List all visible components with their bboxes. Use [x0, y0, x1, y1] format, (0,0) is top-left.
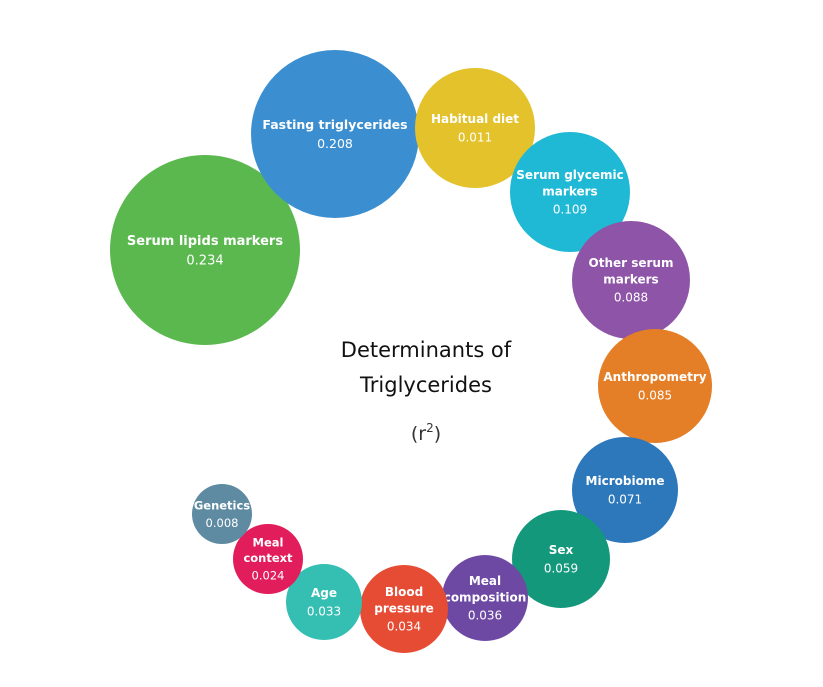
bubbles-group: Serum lipids markers 0.234 Fasting triglyc…: [110, 50, 712, 653]
bubble-circle: [286, 564, 362, 640]
bubble-label: context: [243, 551, 293, 565]
bubble: Microbiome 0.071: [572, 437, 678, 543]
bubble: Other serum markers 0.088: [572, 221, 690, 339]
bubble-circle: [598, 329, 712, 443]
bubble-circle: [512, 510, 610, 608]
bubble-value: 0.011: [458, 130, 492, 144]
center-title-group: Determinants of Triglycerides (r2): [341, 338, 512, 445]
bubble: Blood pressure 0.034: [360, 565, 448, 653]
bubble-circle: [251, 50, 419, 218]
bubble: Habitual diet 0.011: [415, 68, 535, 188]
bubble-label: Habitual diet: [431, 112, 519, 126]
bubble-label: Anthropometry: [603, 370, 706, 384]
unit-superscript: 2: [426, 421, 434, 435]
bubble-value: 0.036: [468, 609, 502, 623]
bubble-circle: [233, 524, 303, 594]
bubble-value: 0.085: [638, 388, 672, 402]
bubble: Fasting triglycerides 0.208: [251, 50, 419, 218]
bubble-circle: [360, 565, 448, 653]
bubble-label: composition: [444, 590, 527, 604]
bubble-circle: [572, 437, 678, 543]
bubble: Genetics 0.008: [192, 484, 252, 544]
bubble-value: 0.088: [614, 291, 648, 305]
bubble: Sex 0.059: [512, 510, 610, 608]
bubble-circle: [110, 155, 300, 345]
bubble-circle: [510, 132, 630, 252]
bubble-value: 0.024: [252, 569, 285, 583]
bubble-circle: [192, 484, 252, 544]
bubble: Serum lipids markers 0.234: [110, 155, 300, 345]
bubble-label: Meal: [253, 536, 284, 550]
bubble-value: 0.071: [608, 492, 642, 506]
bubble-label: Other serum: [589, 256, 674, 270]
bubble-circle: [572, 221, 690, 339]
unit-close: ): [434, 423, 441, 445]
bubble-circle: [442, 555, 528, 641]
bubble-value: 0.034: [387, 620, 421, 634]
bubble-value: 0.208: [317, 136, 353, 151]
bubble-label: Fasting triglycerides: [262, 117, 407, 132]
bubble-value: 0.033: [307, 604, 341, 618]
bubble-value: 0.059: [544, 561, 578, 575]
bubble-label: pressure: [374, 601, 434, 615]
chart-title-line-1: Determinants of: [341, 338, 512, 362]
bubble-label: Meal: [469, 574, 501, 588]
bubble-value: 0.109: [553, 203, 587, 217]
bubble-value: 0.008: [206, 516, 239, 530]
bubble-label: Blood: [385, 585, 423, 599]
bubble-label: Genetics: [194, 498, 250, 512]
bubble: Meal composition 0.036: [442, 555, 528, 641]
chart-unit-label: (r2): [411, 421, 441, 445]
bubble: Age 0.033: [286, 564, 362, 640]
bubble-circle: [415, 68, 535, 188]
bubble-label: Microbiome: [586, 474, 665, 488]
unit-open: (r: [411, 423, 426, 445]
bubble-label: Serum glycemic: [516, 168, 623, 182]
bubble-label: markers: [542, 184, 597, 198]
bubble: Serum glycemic markers 0.109: [510, 132, 630, 252]
bubble-label: Age: [311, 586, 337, 600]
bubble-label: Sex: [549, 543, 574, 557]
bubble: Anthropometry 0.085: [598, 329, 712, 443]
bubble-label: markers: [603, 272, 658, 286]
bubble-label: Serum lipids markers: [127, 234, 283, 249]
chart-title-line-2: Triglycerides: [359, 373, 492, 397]
bubble-value: 0.234: [186, 253, 223, 268]
